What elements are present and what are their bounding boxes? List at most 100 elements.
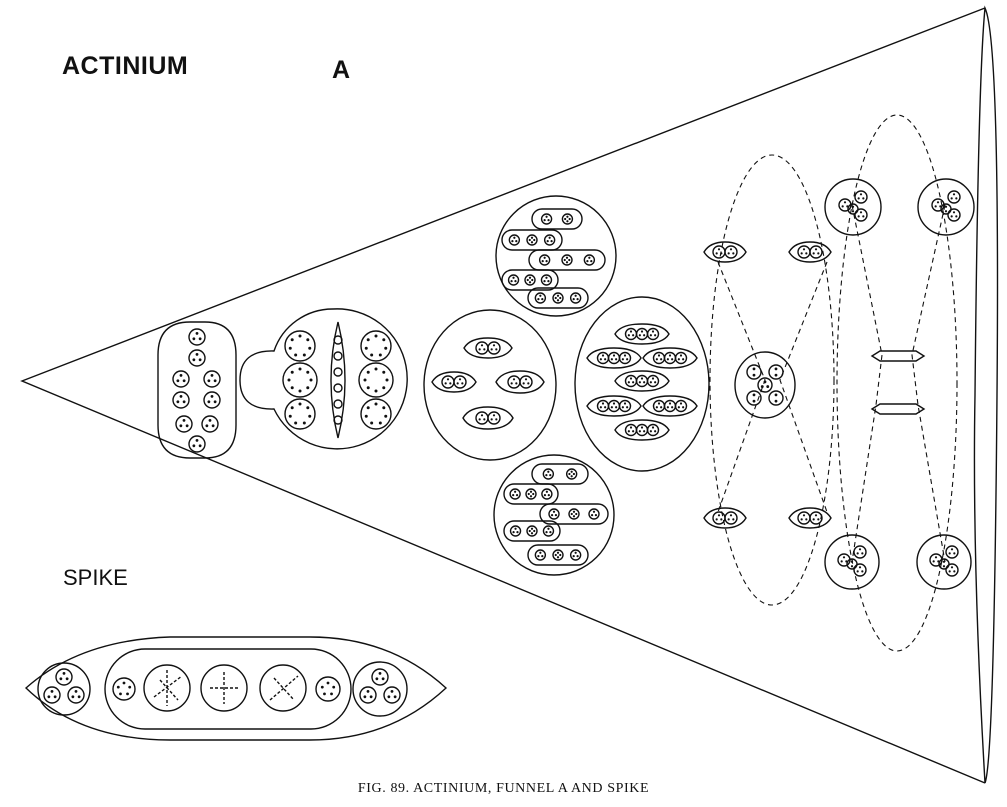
- dot: [290, 386, 294, 390]
- dot: [752, 399, 756, 403]
- atom-circle: [509, 275, 519, 285]
- atom-circle: [44, 687, 60, 703]
- atom-circle: [713, 246, 725, 258]
- dot: [548, 236, 551, 239]
- segment-body: [464, 338, 512, 358]
- dot: [381, 677, 385, 681]
- dot: [119, 692, 122, 696]
- dot: [858, 548, 862, 551]
- dot: [528, 238, 531, 242]
- dot: [290, 338, 294, 342]
- atom-circle: [637, 329, 648, 340]
- atom-circle: [648, 376, 659, 387]
- dot: [547, 280, 550, 283]
- dot: [682, 358, 685, 361]
- dot: [682, 406, 685, 409]
- segment-body: [615, 420, 669, 440]
- dot: [668, 354, 672, 357]
- atom-circle: [476, 412, 488, 424]
- group-3-body: [424, 310, 556, 460]
- dot: [306, 386, 310, 390]
- dot: [621, 406, 624, 409]
- dot: [490, 418, 493, 421]
- dot: [720, 518, 723, 521]
- dot: [213, 379, 217, 383]
- dot: [638, 334, 641, 337]
- dot: [654, 430, 657, 433]
- dot: [514, 490, 517, 493]
- atom-circle: [665, 401, 676, 412]
- funnel-detail-layer: [44, 191, 960, 706]
- dot: [47, 695, 51, 699]
- dot: [575, 512, 578, 516]
- dot: [651, 426, 655, 429]
- dot: [547, 219, 550, 222]
- dot: [574, 294, 577, 297]
- dot: [528, 529, 531, 533]
- spike-circle-1: [113, 678, 135, 700]
- dot: [727, 252, 730, 255]
- dot: [668, 402, 672, 405]
- dot: [374, 334, 378, 338]
- dot: [179, 424, 183, 428]
- dot: [632, 334, 635, 337]
- rod-atom: [334, 352, 342, 360]
- dot: [851, 210, 855, 213]
- atom-circle: [542, 214, 552, 224]
- dot: [679, 354, 683, 357]
- segment-capsule: [528, 545, 588, 565]
- dot: [211, 424, 215, 428]
- dot: [565, 261, 569, 264]
- outer-trajectory-oval: [837, 115, 957, 651]
- dot: [480, 344, 484, 347]
- group-5-upper-body: [496, 196, 616, 316]
- dot: [483, 418, 486, 421]
- dot: [364, 414, 368, 418]
- atom-circle: [542, 489, 552, 499]
- atom-circle: [510, 489, 520, 499]
- dot: [649, 334, 652, 337]
- dot: [655, 406, 658, 409]
- dot: [545, 215, 548, 218]
- dot: [461, 382, 464, 385]
- dot: [942, 565, 946, 568]
- atom-circle: [562, 214, 572, 224]
- atom-circle: [204, 371, 220, 387]
- segment-body: [789, 242, 831, 262]
- segment-capsule: [502, 230, 562, 250]
- atom-circle: [541, 275, 551, 285]
- dot: [623, 354, 627, 357]
- segment-capsule: [502, 270, 558, 290]
- atom-circle: [637, 425, 648, 436]
- dot: [554, 296, 557, 300]
- atom-circle: [543, 526, 553, 536]
- atom-circle: [941, 204, 951, 214]
- atom-circle: [747, 365, 761, 379]
- dot: [382, 406, 386, 410]
- dot: [570, 512, 573, 516]
- spike-circle-2: [144, 665, 190, 711]
- dot: [514, 280, 517, 283]
- dot: [621, 358, 624, 361]
- dot: [385, 378, 389, 382]
- dot: [604, 358, 607, 361]
- dot: [302, 353, 306, 357]
- atom-circle: [549, 509, 559, 519]
- atom-circle: [56, 669, 72, 685]
- dot: [545, 260, 548, 263]
- outer-top-left-group: [825, 179, 881, 235]
- dot: [510, 280, 513, 283]
- dot: [566, 220, 569, 223]
- dot: [182, 419, 186, 422]
- atom-circle: [654, 353, 665, 364]
- dot: [539, 294, 542, 297]
- dot: [370, 421, 374, 425]
- dot: [393, 695, 397, 699]
- dot: [615, 358, 618, 361]
- outer-cross-path: [852, 205, 945, 562]
- dot: [539, 551, 542, 554]
- dot: [515, 240, 518, 243]
- dot: [545, 276, 548, 279]
- dot: [62, 672, 66, 675]
- dot: [952, 211, 956, 214]
